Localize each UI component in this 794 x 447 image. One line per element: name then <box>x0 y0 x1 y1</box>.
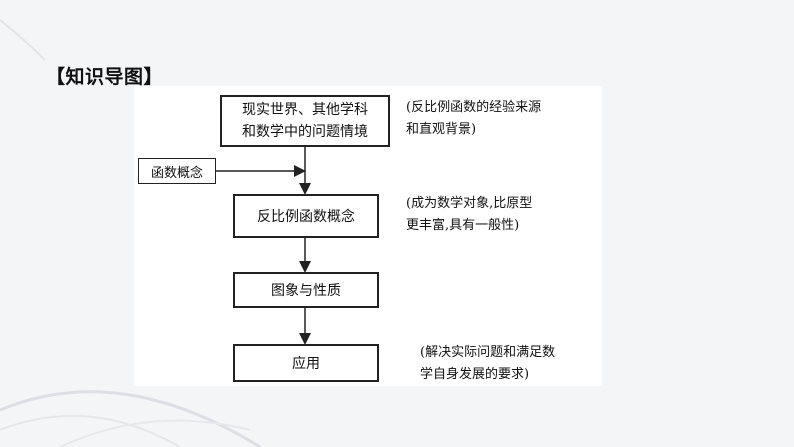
box-application: 应用 <box>233 344 379 382</box>
note-2-line1: (成为数学对象,比原型 <box>406 196 533 211</box>
box-graph-properties-label: 图象与性质 <box>271 283 341 299</box>
note-1-line2: 和直观背景) <box>406 122 477 137</box>
box-real-world-line1: 现实世界、其他学科 <box>242 102 368 118</box>
note-1-line1: (反比例函数的经验来源 <box>406 100 542 115</box>
note-2-line2: 更丰富,具有一般性) <box>406 218 520 233</box>
box-real-world-context: 现实世界、其他学科 和数学中的问题情境 <box>220 95 390 147</box>
box-function-concept-label: 函数概念 <box>150 165 203 181</box>
note-experience-source: (反比例函数的经验来源 和直观背景) <box>406 97 541 141</box>
note-3-line2: 学自身发展的要求) <box>420 367 530 382</box>
section-heading: 【知识导图】 <box>46 66 164 88</box>
box-real-world-line2: 和数学中的问题情境 <box>242 124 368 140</box>
box-application-label: 应用 <box>292 356 320 372</box>
box-function-concept: 函数概念 <box>138 158 216 184</box>
note-3-line1: (解决实际问题和满足数 <box>420 345 556 360</box>
box-graph-properties: 图象与性质 <box>233 272 379 308</box>
box-inverse-function-label: 反比例函数概念 <box>257 209 355 225</box>
note-application-purpose: (解决实际问题和满足数 学自身发展的要求) <box>420 342 555 386</box>
note-math-object: (成为数学对象,比原型 更丰富,具有一般性) <box>406 193 532 237</box>
box-inverse-function-concept: 反比例函数概念 <box>233 194 379 238</box>
